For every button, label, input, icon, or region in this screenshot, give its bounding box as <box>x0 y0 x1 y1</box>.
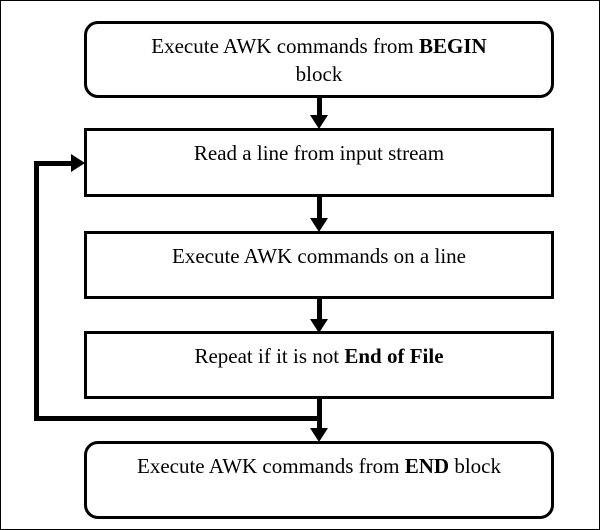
edge-read-to-execute-arrowhead <box>310 218 328 232</box>
edge-loop-back-arrowhead <box>71 154 85 172</box>
edge-begin-to-read-arrowhead <box>310 115 328 129</box>
node-read-line-from-input-stream: Read a line from input stream <box>84 128 554 197</box>
node-repeat-if-not-end-of-file: Repeat if it is not End of File <box>84 331 554 399</box>
edge-loop-back-left-segment <box>34 161 39 421</box>
edge-execute-to-repeat-line <box>317 299 322 320</box>
node-label-end-block: Execute AWK commands from END block <box>137 454 501 478</box>
node-label-execute-on-line: Execute AWK commands on a line <box>172 244 466 268</box>
edge-loop-back-bottom-segment <box>34 416 320 421</box>
edge-read-to-execute-line <box>317 197 322 219</box>
edge-repeat-to-end-line <box>317 399 322 431</box>
node-execute-end-block: Execute AWK commands from END block <box>84 441 554 519</box>
node-execute-awk-commands-on-a-line: Execute AWK commands on a line <box>84 231 554 299</box>
node-label-repeat-check: Repeat if it is not End of File <box>194 344 444 368</box>
edge-loop-back-top-segment <box>34 161 73 166</box>
edge-repeat-to-end-arrowhead <box>310 428 328 442</box>
edge-begin-to-read-line <box>317 98 322 117</box>
edge-execute-to-repeat-arrowhead <box>310 319 328 333</box>
node-label-read-line: Read a line from input stream <box>193 141 445 165</box>
